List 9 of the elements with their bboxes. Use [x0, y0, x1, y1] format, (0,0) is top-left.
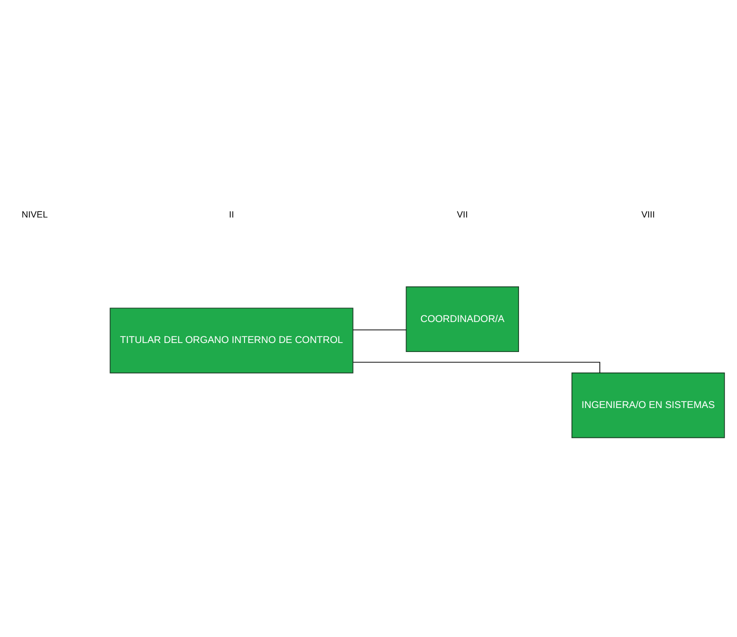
label: NIVEL	[22, 208, 48, 219]
node-box: COORDINADOR/A	[406, 286, 519, 352]
label: II	[229, 208, 234, 219]
connector	[352, 361, 600, 373]
node-box: TITULAR DEL ORGANO INTERNO DE CONTROL	[110, 307, 354, 373]
label: VIII	[641, 208, 655, 219]
label: VII	[456, 208, 468, 219]
node-box: INGENIERA/O EN SISTEMAS	[572, 372, 725, 438]
connector	[352, 328, 407, 330]
